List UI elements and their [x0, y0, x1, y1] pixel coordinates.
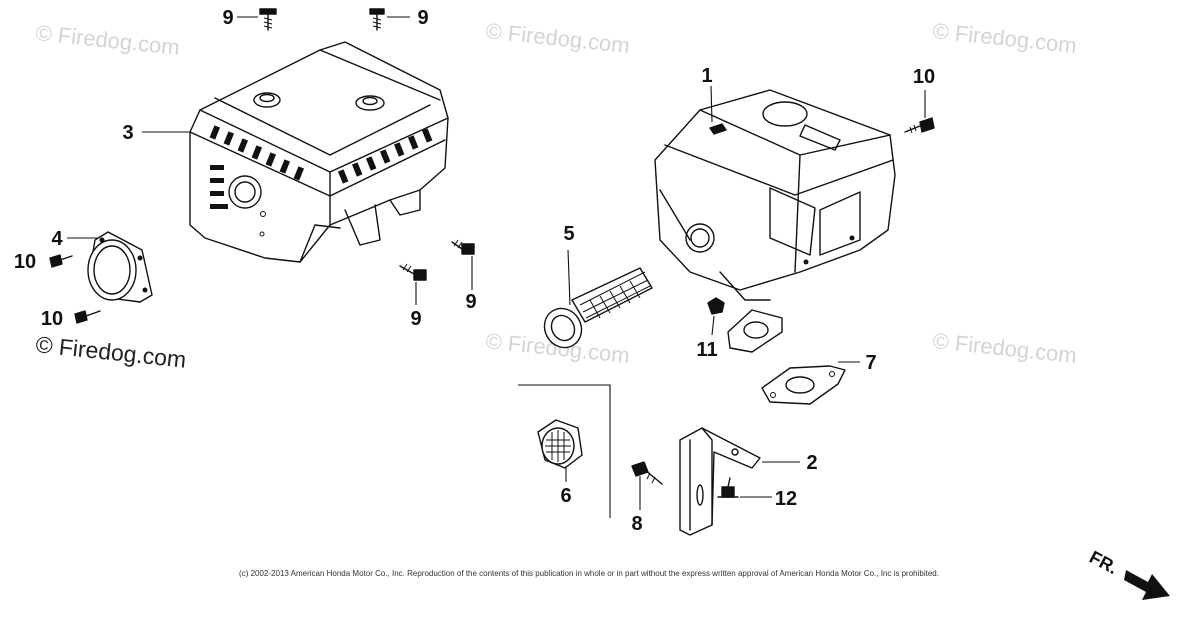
callout-8: 8: [631, 513, 642, 535]
inset-frame: [518, 384, 611, 518]
callout-10: 10: [14, 251, 36, 273]
bolt-9-middle-upper: [451, 239, 475, 255]
watermark: © Firedog.com: [34, 331, 187, 373]
watermark: © Firedog.com: [484, 18, 630, 58]
bolt-10-left-lower: [74, 310, 101, 324]
callout-3: 3: [122, 122, 133, 144]
bolt-9-top-left: [259, 8, 277, 31]
bolt-12: [717, 477, 739, 498]
callout-4: 4: [51, 228, 63, 250]
front-label: FR.: [1086, 547, 1121, 578]
callout-9: 9: [410, 308, 421, 330]
watermark: © Firedog.com: [931, 328, 1077, 368]
part-gasket-upper: [727, 309, 783, 353]
callout-9: 9: [465, 291, 476, 313]
callout-9: 9: [417, 7, 428, 29]
bolt-9-middle-lower: [399, 263, 427, 281]
part-screen-6: [537, 419, 583, 469]
part-bracket: [679, 427, 761, 536]
callout-5: 5: [563, 223, 574, 245]
front-direction-indicator: FR.: [1086, 547, 1170, 600]
part-gasket-7: [761, 365, 846, 405]
callout-2: 2: [806, 452, 817, 474]
callout-7: 7: [865, 352, 876, 374]
callout-9: 9: [222, 7, 233, 29]
part-nut: [707, 297, 725, 315]
part-muffler-protector: [189, 41, 449, 263]
watermark: © Firedog.com: [34, 20, 180, 60]
bolt-8: [631, 461, 663, 485]
callout-labels: 1 2 3 4 5 6 7 8 9 9 9 9 10 10 10 11 12: [14, 7, 935, 535]
bolt-10-left-upper: [49, 254, 73, 268]
callout-10: 10: [41, 308, 63, 330]
bolt-10-right: [904, 117, 935, 134]
part-spark-arrester: [543, 267, 653, 349]
callout-10: 10: [913, 66, 935, 88]
callout-12: 12: [775, 488, 797, 510]
callout-11: 11: [696, 339, 717, 361]
copyright-notice: (c) 2002-2013 American Honda Motor Co., …: [239, 569, 939, 578]
part-tail-cap: [87, 231, 153, 303]
watermark: © Firedog.com: [931, 18, 1077, 58]
callout-6: 6: [560, 485, 571, 507]
part-muffler: [654, 89, 896, 301]
callout-1: 1: [701, 65, 712, 87]
leader-lines: [67, 16, 926, 510]
front-arrow-icon: [1124, 570, 1170, 600]
bolt-9-top-right: [369, 8, 385, 31]
